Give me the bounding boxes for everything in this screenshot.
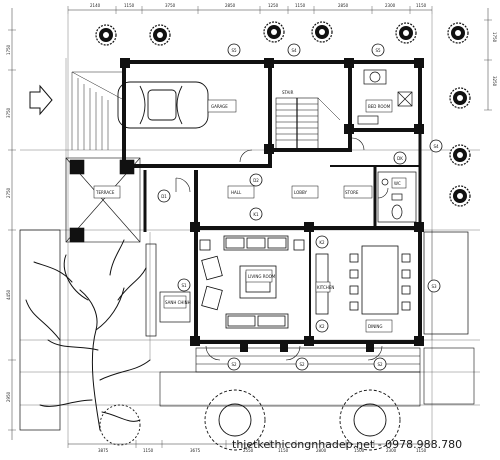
dimension-lines (8, 6, 492, 448)
dimension-texts-right: 1750 3250 (492, 32, 497, 87)
room-labels: GARAGE BED ROOM TERRACE HALL LOBBY STORE… (93, 90, 407, 333)
columns (120, 58, 424, 352)
dim-bottom-4: 2550 (243, 448, 254, 453)
car-symbol (117, 81, 209, 129)
dim-top-4: 2850 (225, 3, 236, 8)
dim-top-5: 1250 (268, 3, 279, 8)
label-sanh: SANH CHINH (165, 300, 191, 305)
dim-left-5: 2950 (6, 391, 11, 402)
dim-top-1: 2140 (90, 3, 101, 8)
driveway-ramp (71, 71, 125, 150)
tag-k1: K1 (253, 212, 259, 217)
dim-top-8: 2300 (385, 3, 396, 8)
tag-texts: S5 S4 S5 S4 DK D2 D1 K1 K2 K2 S1 S3 S2 S… (161, 48, 439, 367)
side-strips (19, 229, 469, 431)
dim-top-6: 1150 (295, 3, 306, 8)
dining-furniture (315, 245, 411, 315)
tag-s2-b: S2 (299, 362, 305, 367)
label-garage: GARAGE (211, 104, 228, 109)
entry-arrow (29, 84, 53, 116)
tags (157, 43, 443, 371)
tag-s5-b: S5 (375, 48, 381, 53)
round-trees (99, 389, 401, 451)
label-stair: STAIR (282, 90, 294, 95)
label-bedroom: BED ROOM (368, 104, 391, 109)
dim-bottom-8: 2300 (386, 448, 397, 453)
tag-s4-b: S4 (433, 144, 439, 149)
watermark: thietkethicongnhadep.net - 0978.988.780 (232, 438, 462, 451)
dim-right-2: 3250 (492, 76, 497, 87)
dim-bottom-6: 2800 (316, 448, 327, 453)
tag-s5-a: S5 (231, 48, 237, 53)
dim-top-7: 2850 (338, 3, 349, 8)
dim-bottom-1: 3875 (98, 448, 109, 453)
tag-d1: D1 (161, 194, 167, 199)
tree-sketch (25, 239, 151, 431)
dim-bottom-9: 1150 (416, 448, 427, 453)
dim-top-9: 1150 (416, 3, 427, 8)
tag-k2-b: K2 (319, 324, 325, 329)
tag-s1: S1 (181, 283, 187, 288)
dim-right-1: 1750 (492, 32, 497, 43)
dimension-texts-left: 1750 3750 2750 4450 2950 (6, 44, 11, 402)
tag-s2-a: S2 (231, 362, 237, 367)
dim-top-2: 1150 (124, 3, 135, 8)
patio-west (65, 157, 141, 243)
bedroom-furniture (357, 69, 413, 125)
tag-d2: D2 (253, 178, 259, 183)
tag-s4-a: S4 (291, 48, 297, 53)
dim-left-3: 2750 (6, 187, 11, 198)
dim-bottom-7: 1500 (354, 448, 365, 453)
dim-left-1: 1750 (6, 44, 11, 55)
dim-bottom-5: 1150 (278, 448, 289, 453)
dim-left-4: 4450 (6, 289, 11, 300)
tag-dk: DK (397, 156, 403, 161)
label-dining: DINING (368, 324, 383, 329)
label-wc: WC (394, 181, 401, 186)
dimension-texts-top: 2140 1150 3750 2850 1250 1150 2850 2300 … (90, 3, 427, 8)
label-kitchen: KITCHEN (317, 285, 334, 290)
dim-bottom-2: 1150 (143, 448, 154, 453)
dim-top-3: 3750 (165, 3, 176, 8)
tag-k2-a: K2 (319, 240, 325, 245)
tag-s2-c: S2 (377, 362, 383, 367)
label-living: LIVING ROOM (248, 274, 276, 279)
label-hall: HALL (231, 190, 242, 195)
label-terrace: TERRACE (95, 190, 115, 195)
label-lobby: LOBBY (294, 190, 308, 195)
dim-left-2: 3750 (6, 107, 11, 118)
south-steps (159, 347, 475, 407)
label-store: STORE (345, 190, 359, 195)
staircase (275, 97, 341, 151)
dim-bottom-3: 3675 (190, 448, 201, 453)
tag-s3: S3 (431, 284, 437, 289)
dimension-texts-bottom: 3875 1150 3675 2550 1150 2800 1500 2300 … (98, 448, 427, 453)
